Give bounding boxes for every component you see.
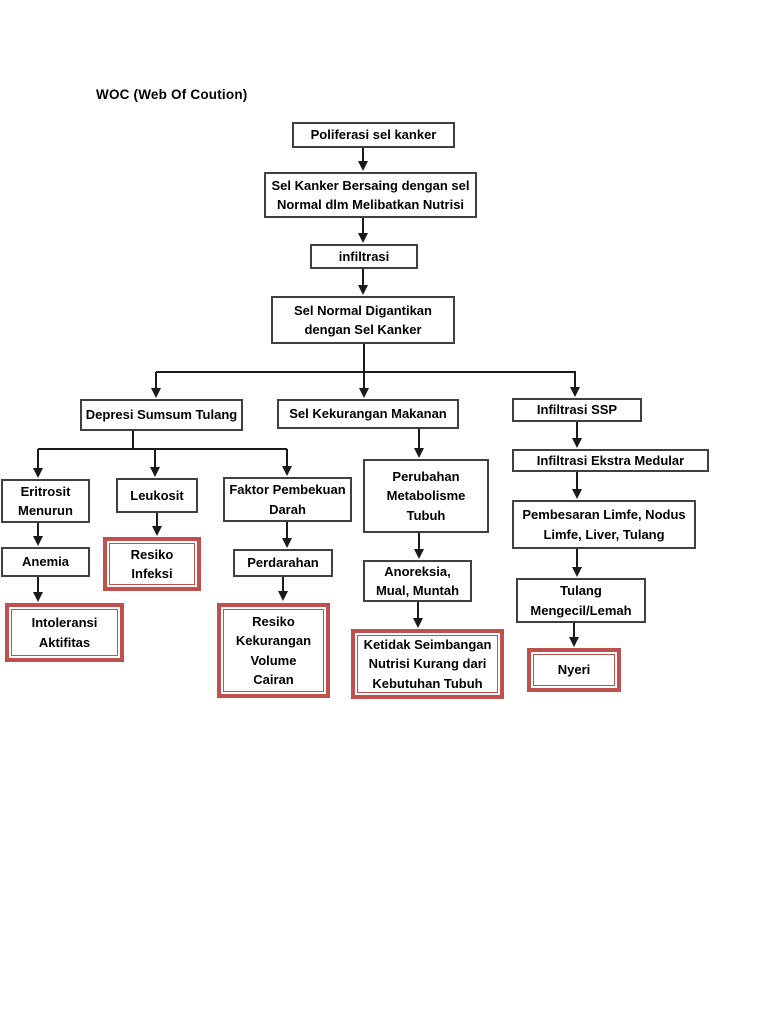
node-sel-kanker-bersaing-label: Sel Kanker Bersaing dengan sel Normal dl… <box>271 177 470 213</box>
node-intoleransi-aktifitas: Intoleransi Aktifitas <box>5 603 124 662</box>
node-anemia: Anemia <box>1 547 90 577</box>
node-resiko-kekurangan-volume-cairan: Resiko Kekurangan Volume Cairan <box>217 603 330 698</box>
node-leukosit: Leukosit <box>116 478 198 513</box>
node-anoreksia-mual-muntah: Anoreksia, Mual, Muntah <box>363 560 472 602</box>
node-sel-kanker-bersaing: Sel Kanker Bersaing dengan sel Normal dl… <box>264 172 477 218</box>
node-faktor-pembekuan-darah: Faktor Pembekuan Darah <box>223 477 352 522</box>
node-pembesaran-limfe: Pembesaran Limfe, Nodus Limfe, Liver, Tu… <box>512 500 696 549</box>
left-branch-connectors <box>33 431 292 602</box>
node-perdarahan-label: Perdarahan <box>247 555 319 571</box>
node-poliferasi-label: Poliferasi sel kanker <box>310 127 437 143</box>
node-eritrosit-menurun: Eritrosit Menurun <box>1 479 90 523</box>
node-perdarahan: Perdarahan <box>233 549 333 577</box>
node-leukosit-label: Leukosit <box>130 487 184 503</box>
node-infiltrasi-label: infiltrasi <box>338 248 390 264</box>
node-resiko-infeksi-label: Resiko Infeksi <box>130 546 174 582</box>
node-intoleransi-aktifitas-label: Intoleransi Aktifitas <box>31 615 98 650</box>
node-infiltrasi-ssp: Infiltrasi SSP <box>512 398 642 422</box>
main-chain-connectors <box>151 148 580 398</box>
node-resiko-kekurangan-volume-cairan-label: Resiko Kekurangan Volume Cairan <box>235 613 312 688</box>
right-branch-connectors <box>569 422 582 647</box>
node-infiltrasi-ssp-label: Infiltrasi SSP <box>536 402 618 418</box>
node-sel-normal-digantikan: Sel Normal Digantikan dengan Sel Kanker <box>271 296 455 344</box>
node-nyeri-label: Nyeri <box>557 662 591 678</box>
node-sel-kekurangan-makanan-label: Sel Kekurangan Makanan <box>289 406 447 422</box>
node-resiko-infeksi: Resiko Infeksi <box>103 537 201 591</box>
node-anemia-label: Anemia <box>22 554 69 570</box>
node-infiltrasi: infiltrasi <box>310 244 418 269</box>
node-pembesaran-limfe-label: Pembesaran Limfe, Nodus Limfe, Liver, Tu… <box>522 507 686 542</box>
node-eritrosit-menurun-label: Eritrosit Menurun <box>18 483 73 519</box>
node-sel-normal-digantikan-label: Sel Normal Digantikan dengan Sel Kanker <box>294 302 432 338</box>
node-perubahan-metabolisme-tubuh: Perubahan Metabolisme Tubuh <box>363 459 489 533</box>
node-tulang-mengecil-lemah: Tulang Mengecil/Lemah <box>516 578 646 623</box>
middle-branch-connectors <box>413 429 424 628</box>
node-depresi-sumsum-tulang-label: Depresi Sumsum Tulang <box>85 407 238 423</box>
node-poliferasi: Poliferasi sel kanker <box>292 122 455 148</box>
node-nyeri: Nyeri <box>527 648 621 692</box>
node-infiltrasi-ekstra-medular: Infiltrasi Ekstra Medular <box>512 449 709 472</box>
node-ketidak-seimbangan-nutrisi-label: Ketidak Seimbangan Nutrisi Kurang dari K… <box>363 636 492 691</box>
node-ketidak-seimbangan-nutrisi: Ketidak Seimbangan Nutrisi Kurang dari K… <box>351 629 504 699</box>
node-anoreksia-mual-muntah-label: Anoreksia, Mual, Muntah <box>375 563 460 599</box>
node-sel-kekurangan-makanan: Sel Kekurangan Makanan <box>277 399 459 429</box>
node-depresi-sumsum-tulang: Depresi Sumsum Tulang <box>80 399 243 431</box>
page-title: WOC (Web Of Coution) <box>96 87 248 102</box>
node-tulang-mengecil-lemah-label: Tulang Mengecil/Lemah <box>530 583 632 618</box>
node-infiltrasi-ekstra-medular-label: Infiltrasi Ekstra Medular <box>536 452 685 468</box>
node-perubahan-metabolisme-tubuh-label: Perubahan Metabolisme Tubuh <box>386 468 466 523</box>
node-faktor-pembekuan-darah-label: Faktor Pembekuan Darah <box>229 482 346 517</box>
